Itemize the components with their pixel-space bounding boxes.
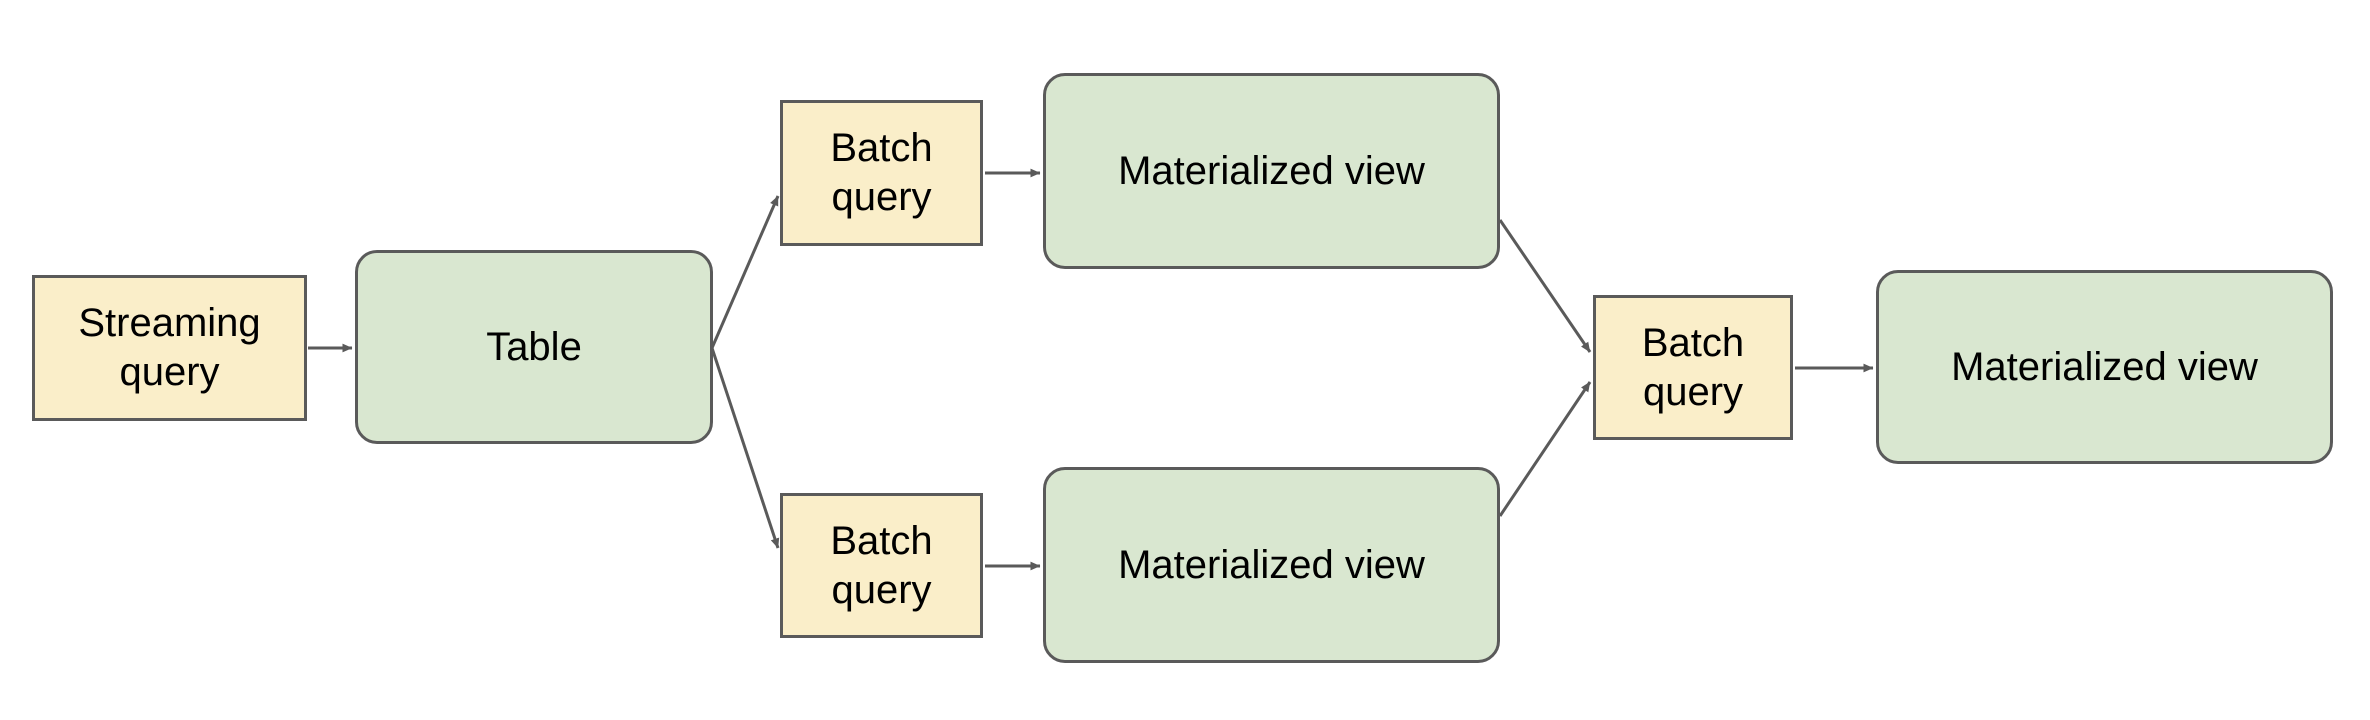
node-materialized-view-final[interactable]: Materialized view	[1876, 270, 2333, 464]
edge-table-to-batch-query-bot	[710, 347, 780, 549]
edge-table-to-batch-query-top	[710, 195, 780, 349]
node-streaming-query[interactable]: Streaming query	[32, 275, 307, 421]
node-table-label: Table	[486, 324, 582, 369]
node-materialized-view-bottom-label: Materialized view	[1118, 542, 1425, 587]
edge-mv-top-to-batch-query-merge	[1498, 219, 1592, 353]
node-batch-query-merge[interactable]: Batch query	[1593, 295, 1793, 440]
node-materialized-view-top[interactable]: Materialized view	[1043, 73, 1500, 269]
node-materialized-view-bottom[interactable]: Materialized view	[1043, 467, 1500, 663]
node-batch-query-merge-label: Batch query	[1641, 320, 1745, 414]
edge-mv-bot-to-batch-query-merge	[1498, 381, 1592, 517]
node-materialized-view-final-label: Materialized view	[1951, 344, 2258, 389]
node-streaming-query-label: Streaming query	[78, 301, 261, 394]
node-batch-query-bottom[interactable]: Batch query	[780, 493, 983, 638]
node-batch-query-top-label: Batch query	[830, 126, 933, 219]
node-table[interactable]: Table	[355, 250, 713, 444]
node-materialized-view-top-label: Materialized view	[1118, 148, 1425, 193]
node-batch-query-top[interactable]: Batch query	[780, 100, 983, 246]
node-batch-query-bottom-label: Batch query	[830, 518, 933, 612]
